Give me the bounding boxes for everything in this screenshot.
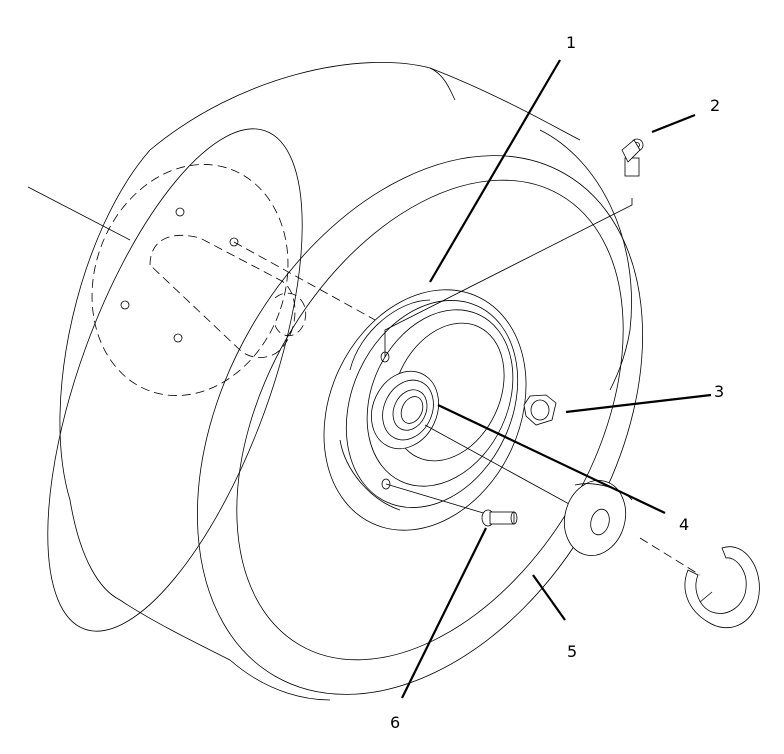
grease-fitting [621,138,644,177]
spacer-washer [563,480,633,556]
callout-1: 1 [566,33,576,52]
callout-5: 5 [567,642,577,661]
axle-centerline [27,186,131,241]
leader-lines [401,59,712,699]
callout-3: 3 [714,382,724,401]
leader-2 [651,113,696,134]
callout-2: 2 [710,96,720,115]
tire [47,62,643,701]
callout-4: 4 [679,515,689,534]
hex-nut [523,394,557,426]
front-rim-hub [323,198,701,576]
retaining-ring [684,546,760,629]
leader-6 [401,527,487,699]
wheel-stud [481,509,518,527]
leader-1 [429,59,561,283]
callout-labels: 1 2 3 4 5 6 [390,33,724,732]
leader-4 [437,404,666,514]
callout-6: 6 [390,713,400,732]
leader-5 [532,574,566,621]
leader-3 [565,393,712,414]
